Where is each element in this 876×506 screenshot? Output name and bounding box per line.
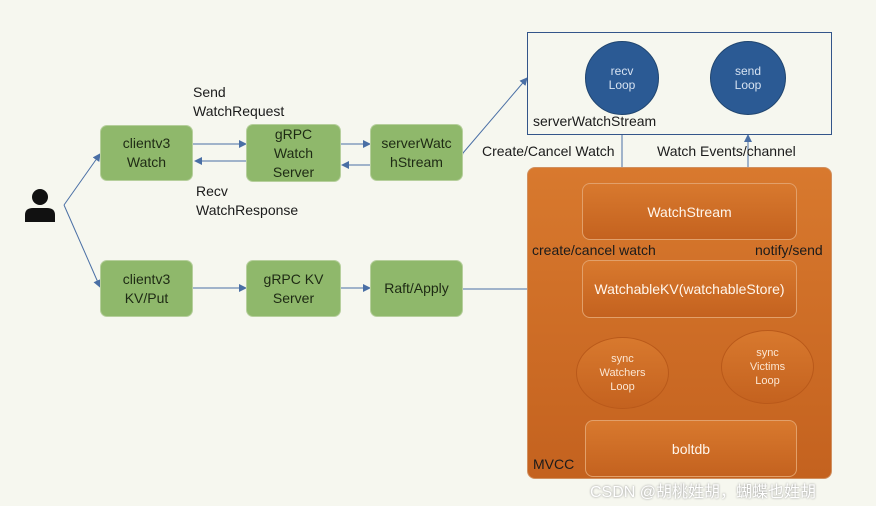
grpc-watch-server-node: gRPC Watch Server xyxy=(246,124,341,182)
watchstream-node: WatchStream xyxy=(582,183,797,240)
recv-loop-circle: recv Loop xyxy=(585,41,659,115)
recv-watchresponse-label: Recv WatchResponse xyxy=(196,183,299,218)
server-watch-stream-frame-label: serverWatchStream xyxy=(533,113,657,129)
create-cancel-watch-lower-label: create/cancel watch xyxy=(532,242,656,258)
send-loop-circle: send Loop xyxy=(710,41,786,115)
arrow-user-to-kv xyxy=(63,204,101,288)
arrow-stream-to-serverwatchstream xyxy=(455,77,528,161)
clientv3-watch-node: clientv3 Watch xyxy=(100,125,193,181)
mvcc-label: MVCC xyxy=(533,456,575,472)
watch-events-channel-label: Watch Events/channel xyxy=(657,143,796,159)
server-watch-stream-node: serverWatc hStream xyxy=(370,124,463,181)
arrow-user-to-watch xyxy=(63,153,101,206)
raft-apply-node: Raft/Apply xyxy=(370,260,463,317)
csdn-watermark: CSDN @胡桃姓胡，蝴蝶也姓胡 xyxy=(590,484,817,501)
notify-send-label: notify/send xyxy=(755,242,823,258)
watchablekv-node: WatchableKV(watchableStore) xyxy=(582,260,797,318)
create-cancel-watch-label: Create/Cancel Watch xyxy=(482,143,615,159)
sync-victims-loop-oval: sync Victims Loop xyxy=(721,330,814,404)
send-watchrequest-label: Send WatchRequest xyxy=(193,84,285,119)
user-icon xyxy=(24,188,56,222)
boltdb-node: boltdb xyxy=(585,420,797,477)
server-watch-stream-frame xyxy=(527,32,832,135)
sync-watchers-loop-oval: sync Watchers Loop xyxy=(576,337,669,409)
grpc-kv-server-node: gRPC KV Server xyxy=(246,260,341,317)
clientv3-kv-put-node: clientv3 KV/Put xyxy=(100,260,193,317)
